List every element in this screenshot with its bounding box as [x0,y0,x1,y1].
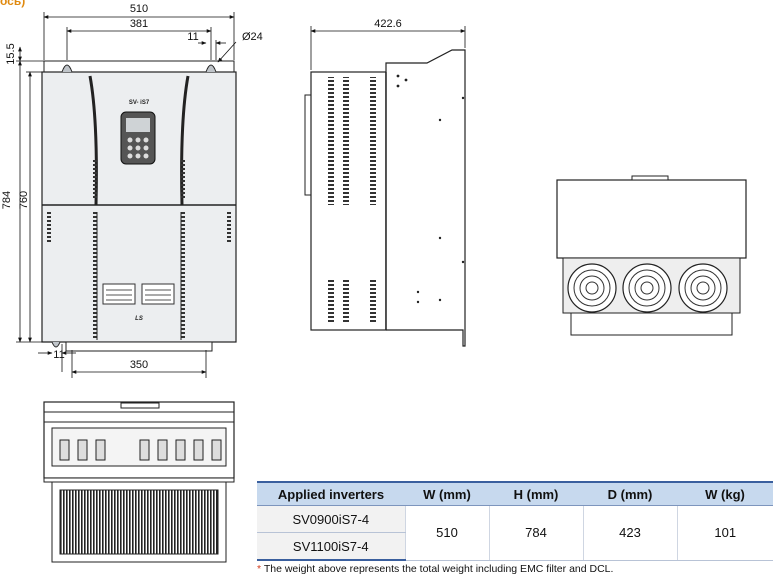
bottom-view [43,401,235,563]
dim-width-total: 510 [130,3,148,15]
model-cell: SV1100iS7-4 [257,532,405,561]
weight-value: 101 [676,505,773,561]
table-row: SV1100iS7-4 [257,532,773,561]
side-view [304,49,466,347]
brand-logo: LS [135,316,143,322]
depth-value: 423 [582,505,677,561]
dim-bottom-offset: 11 [53,349,64,361]
col-weight: W (kg) [677,481,773,506]
col-applied-inverters: Applied inverters [257,481,405,506]
height-value: 784 [488,505,583,561]
front-view: SV- iS7 LS [41,60,237,352]
dim-depth: 422.6 [374,18,402,30]
col-depth: D (mm) [583,481,677,506]
model-label: SV- iS7 [129,100,150,106]
dim-height-total: 784 [1,191,13,209]
fan-view [556,175,747,336]
table-header-row: Applied inverters W (mm) H (mm) D (mm) W… [257,481,773,506]
side-dimensions [310,26,466,70]
corner-fragment: ось) [0,0,26,8]
footnote-mark: * [257,563,262,575]
table-row: SV0900iS7-4 510 784 423 101 [257,505,773,561]
dim-height-inner: 760 [18,191,30,209]
dim-width-inner: 381 [130,18,148,30]
footnote: * The weight above represents the total … [257,563,613,575]
width-value: 510 [404,505,489,561]
spec-table: Applied inverters W (mm) H (mm) D (mm) W… [257,481,773,561]
dim-bottom-spacing: 350 [130,359,148,371]
dim-hole-diameter: Ø24 [242,31,263,43]
dim-top-offset: 15.5 [5,43,17,64]
dim-bolt-spacing: 11 [187,31,198,43]
front-dimensions [16,12,237,378]
col-height: H (mm) [489,481,583,506]
col-width: W (mm) [405,481,489,506]
model-cell: SV0900iS7-4 [257,505,405,533]
footnote-text: The weight above represents the total we… [261,563,614,575]
